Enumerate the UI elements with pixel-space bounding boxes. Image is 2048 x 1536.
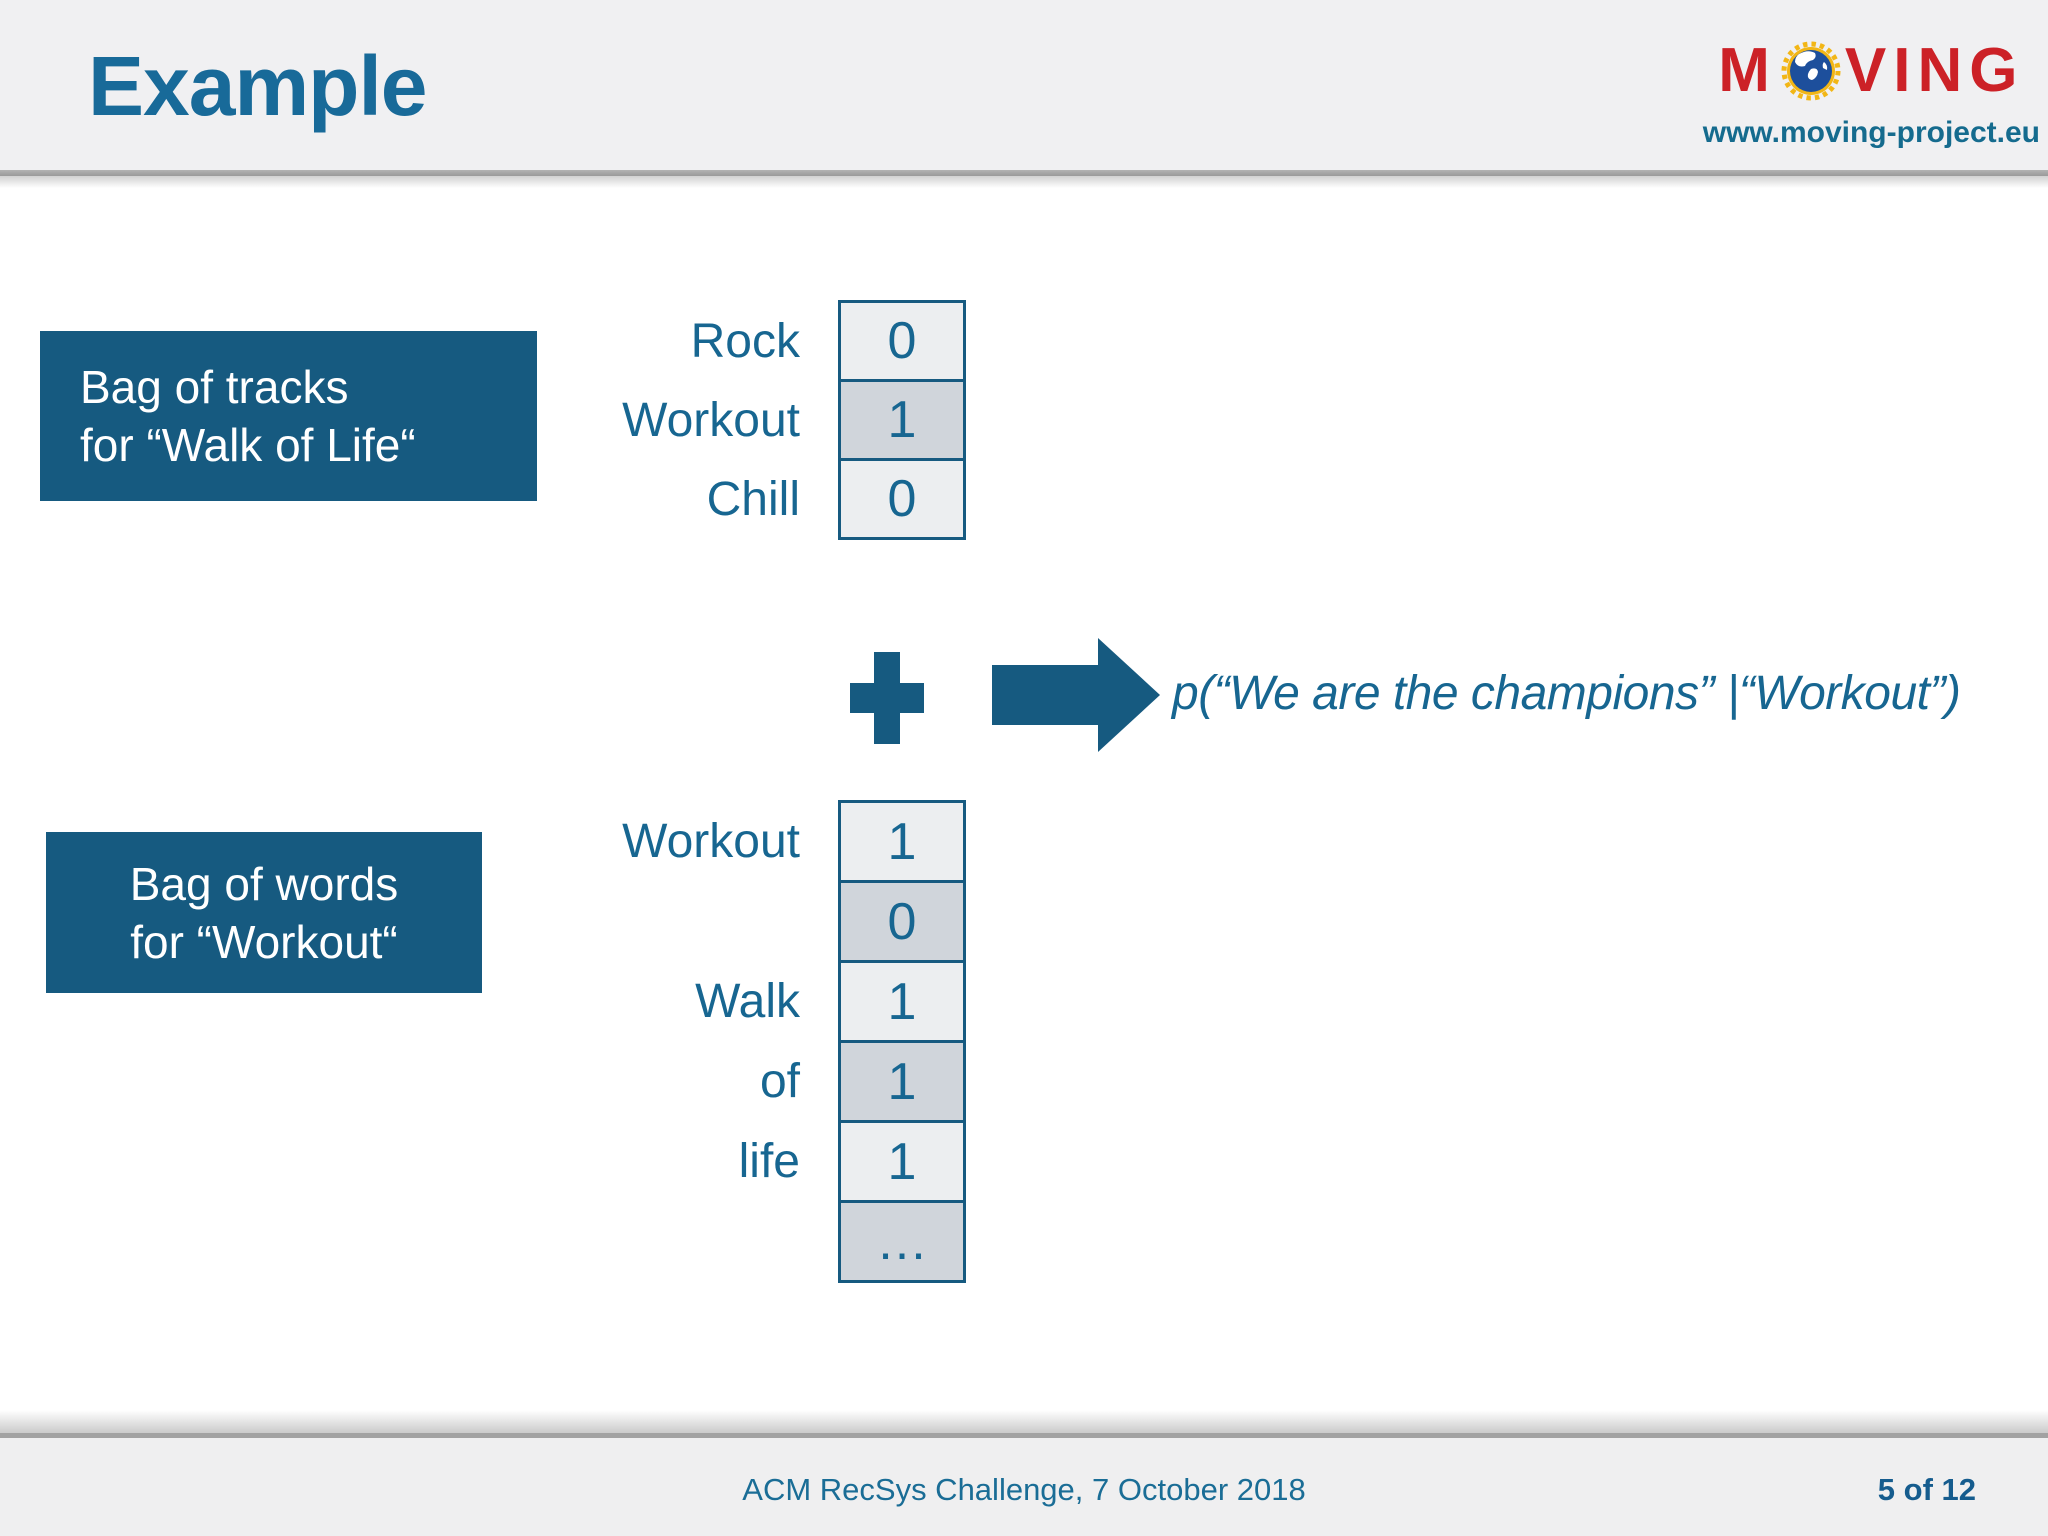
footer-shadow bbox=[0, 1410, 2048, 1433]
globe-gear-icon bbox=[1781, 41, 1841, 101]
probability-formula: p(“We are the champions” |“Workout”) bbox=[1172, 667, 1961, 720]
vector-cell: 1 bbox=[838, 800, 966, 883]
bag-of-words-line2: for “Workout“ bbox=[130, 915, 398, 968]
moving-logo: M VING www.moving-project.eu bbox=[1703, 40, 2040, 150]
words-vector-row: Walk 1 bbox=[560, 960, 966, 1043]
vector-row-label: Rock bbox=[690, 314, 800, 368]
logo-letter-m: M bbox=[1718, 36, 1777, 105]
header-divider bbox=[0, 170, 2048, 176]
words-vector-row: of 1 bbox=[560, 1040, 966, 1123]
vector-cell: 1 bbox=[838, 1120, 966, 1203]
words-vector-row: life 1 bbox=[560, 1120, 966, 1203]
words-vector-row: Workout 1 bbox=[560, 800, 966, 883]
bag-of-tracks-line1: Bag of tracks bbox=[80, 361, 349, 413]
bag-of-tracks-line2: for “Walk of Life“ bbox=[80, 419, 416, 471]
tracks-vector: Rock 0 Workout 1 Chill 0 bbox=[560, 300, 966, 540]
tracks-vector-row: Workout 1 bbox=[560, 379, 966, 461]
vector-row-label: Workout bbox=[622, 393, 800, 447]
tracks-vector-row: Chill 0 bbox=[560, 458, 966, 540]
vector-row-label: of bbox=[759, 1055, 800, 1108]
logo-letters-ving: VING bbox=[1844, 36, 2025, 105]
arrow-right-icon bbox=[992, 638, 1160, 752]
words-vector-row: 0 bbox=[560, 880, 966, 963]
vector-cell: 1 bbox=[838, 379, 966, 461]
vector-row-label: life bbox=[738, 1135, 800, 1188]
vector-cell: 0 bbox=[838, 880, 966, 963]
vector-cell: 0 bbox=[838, 300, 966, 382]
vector-cell: 0 bbox=[838, 458, 966, 540]
bag-of-tracks-box: Bag of tracks for “Walk of Life“ bbox=[40, 331, 537, 501]
vector-row-label bbox=[560, 880, 838, 963]
header-divider-shadow bbox=[0, 176, 2048, 188]
footer-band bbox=[0, 1438, 2048, 1536]
tracks-vector-row: Rock 0 bbox=[560, 300, 966, 382]
vector-row-label: Walk bbox=[695, 975, 800, 1028]
vector-cell: 1 bbox=[838, 960, 966, 1043]
header-band bbox=[0, 0, 2048, 170]
vector-row-label: Chill bbox=[706, 472, 800, 526]
vector-cell: 1 bbox=[838, 1040, 966, 1123]
vector-cell: … bbox=[838, 1200, 966, 1283]
page-title: Example bbox=[88, 39, 428, 133]
footer-conference-text: ACM RecSys Challenge, 7 October 2018 bbox=[742, 1472, 1306, 1507]
footer-divider bbox=[0, 1433, 2048, 1438]
vector-row-label bbox=[560, 1200, 838, 1283]
plus-icon bbox=[850, 652, 924, 744]
moving-logo-wordmark: M VING bbox=[1718, 40, 2024, 102]
words-vector: Workout 1 0 Walk 1 of 1 life 1 … bbox=[560, 800, 966, 1283]
vector-row-label: Workout bbox=[622, 815, 800, 868]
page-number: 5 of 12 bbox=[1877, 1472, 1976, 1507]
words-vector-row: … bbox=[560, 1200, 966, 1283]
logo-website-url: www.moving-project.eu bbox=[1702, 116, 2040, 149]
bag-of-words-box: Bag of words for “Workout“ bbox=[46, 832, 482, 993]
bag-of-words-line1: Bag of words bbox=[129, 857, 399, 910]
